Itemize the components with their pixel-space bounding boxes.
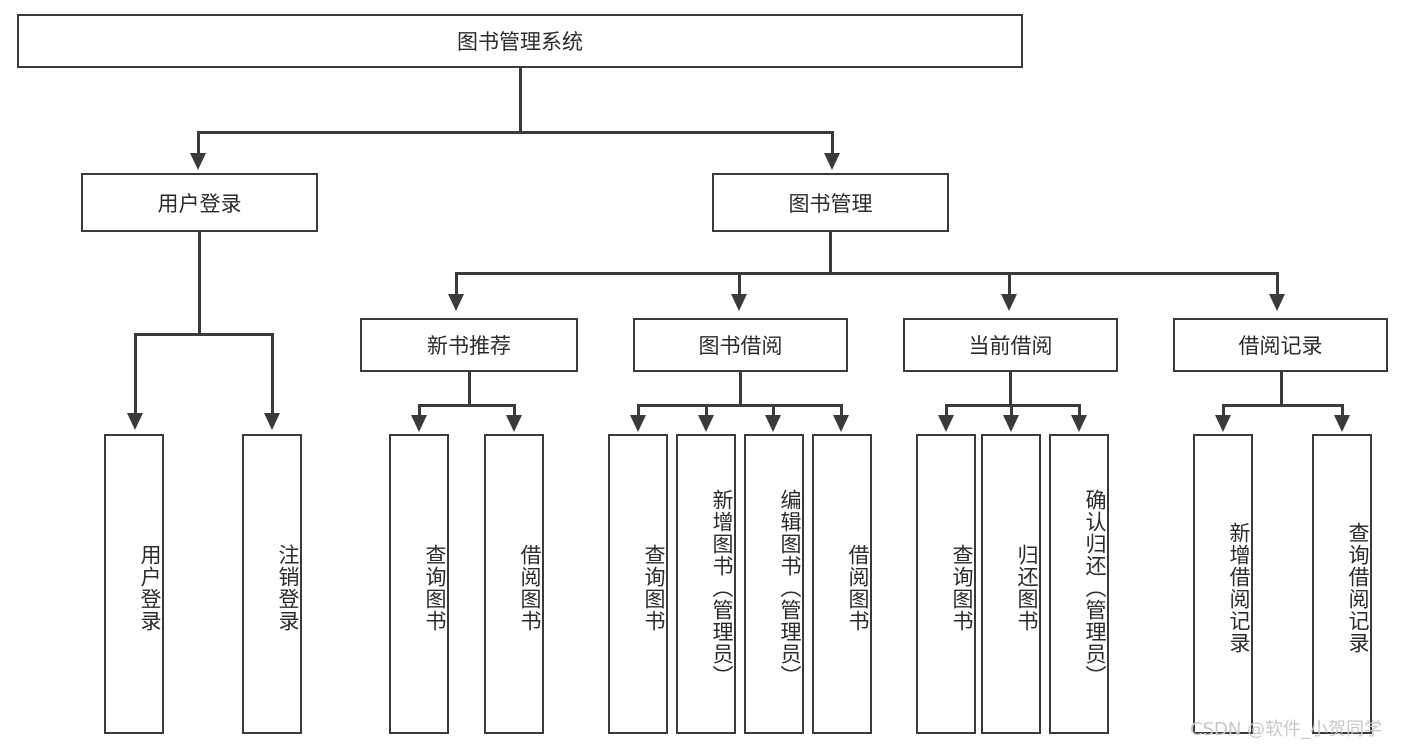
leaf-label: 新增借阅记录	[1227, 522, 1251, 654]
leaf-borrow-record-add-record[interactable]: 新增借阅记录	[1193, 434, 1253, 734]
connector-new-book-stem	[468, 372, 471, 406]
node-borrow-record[interactable]: 借阅记录	[1173, 318, 1388, 372]
leaf-label: 查询图书	[423, 544, 447, 632]
leaf-label: 查询图书	[950, 544, 974, 632]
leaf-label: 编辑图书（管理员）	[778, 489, 802, 687]
node-book-management[interactable]: 图书管理	[712, 173, 949, 232]
node-book-borrow[interactable]: 图书借阅	[633, 318, 848, 372]
node-root-book-management-system[interactable]: 图书管理系统	[17, 14, 1023, 68]
connector-root-stem	[519, 68, 522, 132]
leaf-book-borrow-query-book[interactable]: 查询图书	[608, 434, 668, 734]
leaf-current-borrow-confirm-return-admin[interactable]: 确认归还（管理员）	[1049, 434, 1109, 734]
node-label: 图书管理	[788, 191, 873, 216]
connector-book-borrow-drop-4	[840, 404, 843, 418]
connector-book-borrow-drop-3	[772, 404, 775, 418]
arrow-borrow-record-leaf-1	[1215, 415, 1231, 432]
connector-bm-drop-2	[738, 272, 741, 296]
arrow-book-borrow-leaf-4	[833, 415, 849, 432]
leaf-book-borrow-edit-book-admin[interactable]: 编辑图书（管理员）	[744, 434, 804, 734]
arrow-user-login-leaf-2	[264, 413, 280, 430]
connector-current-borrow-drop-2	[1010, 404, 1013, 418]
leaf-new-book-borrow-book[interactable]: 借阅图书	[484, 434, 544, 734]
connector-borrow-record-bar	[1222, 404, 1344, 407]
connector-bm-drop-1	[455, 272, 458, 296]
node-user-login[interactable]: 用户登录	[81, 173, 318, 232]
arrow-root-to-user-login	[190, 153, 206, 170]
connector-book-management-stem	[829, 232, 832, 275]
arrow-new-book-leaf-1	[411, 415, 427, 432]
arrow-borrow-record-leaf-2	[1334, 415, 1350, 432]
arrow-book-borrow-leaf-2	[698, 415, 714, 432]
connector-borrow-record-stem	[1280, 372, 1283, 406]
node-label: 当前借阅	[968, 334, 1053, 358]
arrow-book-borrow-leaf-1	[630, 415, 646, 432]
connector-borrow-record-drop-2	[1341, 404, 1344, 418]
arrow-book-borrow-leaf-3	[765, 415, 781, 432]
arrow-user-login-leaf-1	[127, 413, 143, 430]
leaf-user-login-logout[interactable]: 注销登录	[242, 434, 302, 734]
connector-new-book-drop-2	[513, 404, 516, 418]
connector-book-borrow-drop-2	[705, 404, 708, 418]
arrow-bm-to-new-book-recommend	[448, 294, 464, 311]
connector-borrow-record-drop-1	[1222, 404, 1225, 418]
connector-user-login-bar	[134, 333, 273, 336]
arrow-bm-to-book-borrow	[731, 294, 747, 311]
connector-user-login-stem	[198, 232, 201, 335]
leaf-user-login-login[interactable]: 用户登录	[104, 434, 164, 734]
leaf-label: 查询借阅记录	[1346, 522, 1370, 654]
leaf-label: 新增图书（管理员）	[710, 489, 734, 687]
leaf-book-borrow-borrow-book[interactable]: 借阅图书	[812, 434, 872, 734]
node-label: 图书管理系统	[457, 30, 583, 54]
connector-root-to-book-management	[831, 131, 834, 155]
connector-user-login-drop-2	[271, 333, 274, 415]
arrow-root-to-book-management	[824, 153, 840, 170]
connector-bm-drop-3	[1008, 272, 1011, 296]
connector-current-borrow-drop-1	[945, 404, 948, 418]
leaf-book-borrow-add-book-admin[interactable]: 新增图书（管理员）	[676, 434, 736, 734]
connector-current-borrow-bar	[945, 404, 1081, 407]
connector-book-borrow-drop-1	[637, 404, 640, 418]
leaf-label: 借阅图书	[846, 544, 870, 632]
connector-bm-drop-4	[1276, 272, 1279, 296]
connector-current-borrow-stem	[1009, 372, 1012, 406]
leaf-new-book-query-book[interactable]: 查询图书	[389, 434, 449, 734]
arrow-current-borrow-leaf-3	[1071, 415, 1087, 432]
leaf-current-borrow-return-book[interactable]: 归还图书	[981, 434, 1041, 734]
connector-book-management-bar	[455, 272, 1279, 275]
arrow-new-book-leaf-2	[506, 415, 522, 432]
connector-current-borrow-drop-3	[1078, 404, 1081, 418]
connector-root-to-user-login	[197, 131, 200, 155]
leaf-current-borrow-query-book[interactable]: 查询图书	[916, 434, 976, 734]
arrow-current-borrow-leaf-2	[1003, 415, 1019, 432]
node-label: 用户登录	[157, 191, 242, 216]
connector-new-book-drop-1	[418, 404, 421, 418]
leaf-label: 借阅图书	[518, 544, 542, 632]
connector-book-borrow-stem	[739, 372, 742, 406]
connector-new-book-bar	[418, 404, 516, 407]
node-label: 借阅记录	[1238, 334, 1323, 358]
node-label: 图书借阅	[698, 334, 783, 358]
node-current-borrow[interactable]: 当前借阅	[903, 318, 1118, 372]
leaf-label: 注销登录	[276, 544, 300, 632]
leaf-borrow-record-query-record[interactable]: 查询借阅记录	[1312, 434, 1372, 734]
node-new-book-recommend[interactable]: 新书推荐	[360, 318, 578, 372]
leaf-label: 查询图书	[642, 544, 666, 632]
arrow-bm-to-borrow-record	[1269, 294, 1285, 311]
leaf-label: 用户登录	[138, 544, 162, 632]
leaf-label: 归还图书	[1015, 544, 1039, 632]
leaf-label: 确认归还（管理员）	[1083, 489, 1107, 687]
node-label: 新书推荐	[427, 334, 511, 358]
arrow-current-borrow-leaf-1	[938, 415, 954, 432]
connector-book-borrow-bar	[637, 404, 843, 407]
arrow-bm-to-current-borrow	[1001, 294, 1017, 311]
connector-user-login-drop-1	[134, 333, 137, 415]
connector-root-bar	[197, 131, 833, 134]
